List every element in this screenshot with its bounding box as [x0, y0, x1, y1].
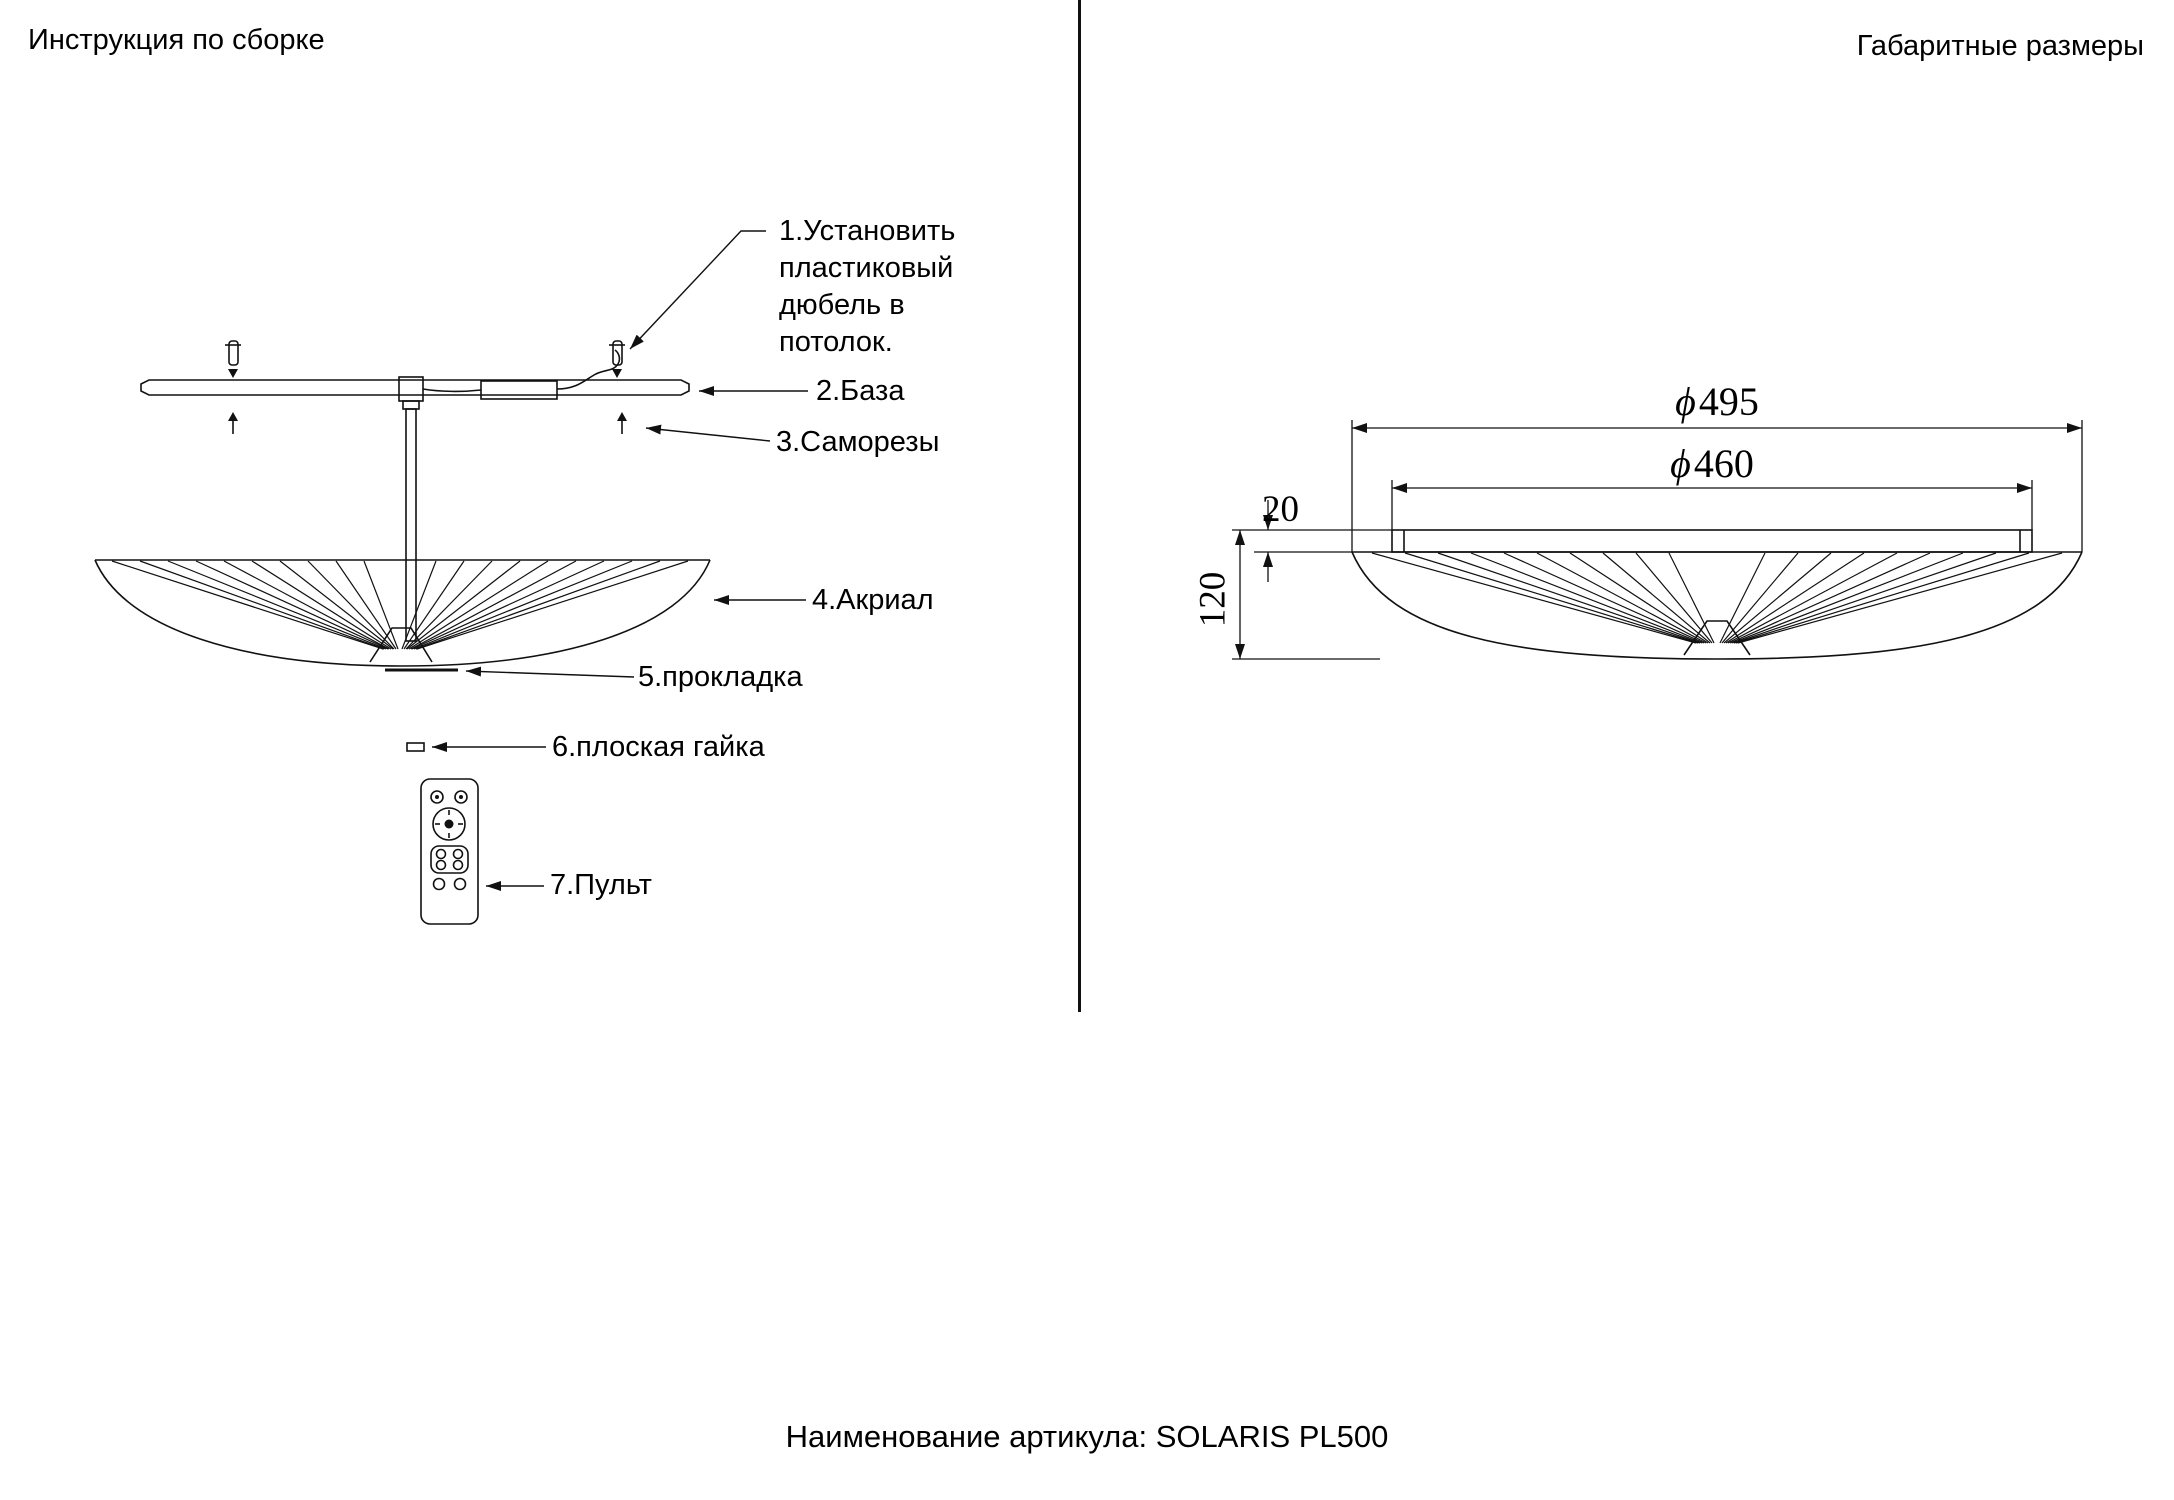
driver-box [422, 349, 621, 400]
assembly-diagram [94, 230, 808, 925]
dimension-height-20: 20 [1262, 489, 1299, 530]
section-divider [1078, 0, 1081, 1012]
assembly-step-label-7: 7.Пульт [550, 869, 652, 901]
assembly-step-label-3: 3.Саморезы [776, 426, 940, 458]
diameter-symbol: ϕ [1670, 441, 1691, 486]
leader-step5 [465, 666, 635, 678]
dimension-height-120: 120 [1192, 571, 1234, 628]
flat-nut [406, 742, 425, 752]
assembly-step-label-4: 4.Акриал [812, 584, 934, 616]
leader-lines [432, 230, 808, 891]
leader-step3 [645, 424, 771, 442]
base-plate [140, 379, 690, 396]
assembly-step-label-5: 5.прокладка [638, 661, 803, 693]
mounting-rod [398, 376, 424, 642]
dimension-annotations [1232, 420, 2083, 660]
shade-ribs-side [1371, 552, 2063, 644]
acrylic-shade [94, 559, 711, 667]
assembly-step-label-1: 1.Установить пластиковый дюбель в потоло… [779, 215, 956, 358]
left-section-title: Инструкция по сборке [28, 24, 325, 56]
right-section-title: Габаритные размеры [1856, 30, 2144, 62]
dimension-diameter-495: ϕ495 [1567, 378, 1867, 425]
diameter-495-value: 495 [1698, 379, 1759, 424]
dowel-left [225, 340, 241, 378]
assembly-step-label-6: 6.плоская гайка [552, 731, 765, 763]
article-name: Наименование артикула: SOLARIS PL500 [785, 1419, 1389, 1454]
dimension-drawing [1232, 420, 2083, 660]
shade-ribs [111, 560, 689, 650]
assembly-step-label-2: 2.База [816, 375, 905, 407]
diameter-symbol: ϕ [1675, 379, 1696, 424]
screw-left [228, 412, 238, 434]
screw-right [617, 412, 627, 434]
lamp-side-view [1351, 529, 2083, 660]
dowel-right [609, 340, 625, 378]
remote-control [420, 778, 479, 925]
diameter-460-value: 460 [1693, 441, 1754, 486]
leader-step1 [629, 230, 766, 350]
dimension-diameter-460: ϕ460 [1562, 440, 1862, 487]
